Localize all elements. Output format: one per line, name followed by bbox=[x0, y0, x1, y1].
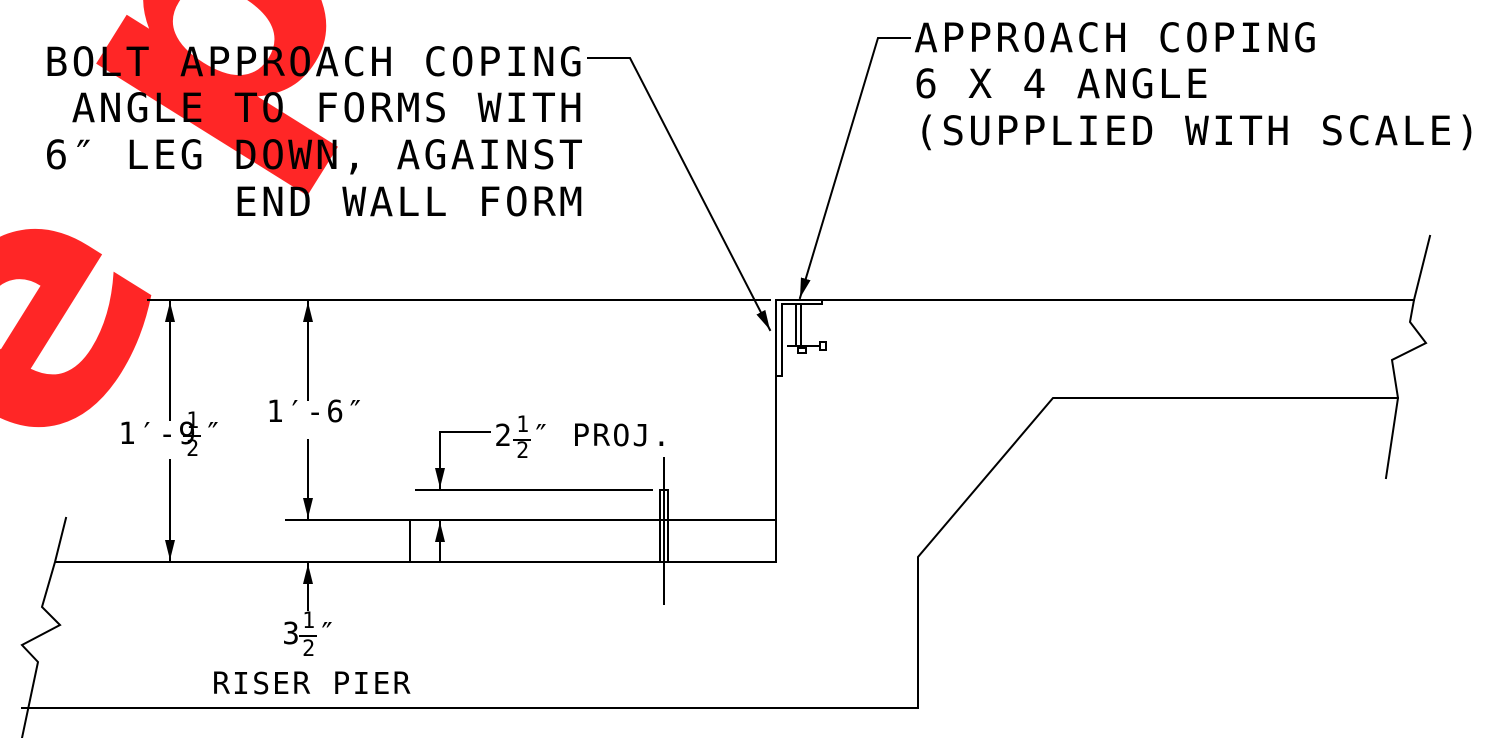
dim-depth-label: 1′-6″ bbox=[266, 395, 366, 430]
dim-proj-label: 2 1 2 ″ PROJ. bbox=[494, 413, 672, 464]
dim-proj-suffix: ″ PROJ. bbox=[532, 419, 672, 454]
coping-note-line-2: 6 X 4 ANGLE bbox=[914, 62, 1212, 108]
dim-overall-num: 1 bbox=[186, 409, 199, 434]
dim-pier-den: 2 bbox=[302, 637, 315, 662]
dim-pier-num: 1 bbox=[302, 609, 315, 634]
structure-lines bbox=[21, 299, 1415, 709]
dim-overall-whole: 1′-9 bbox=[118, 417, 198, 452]
coping-note-line-3: (SUPPLIED WITH SCALE) bbox=[914, 109, 1483, 155]
dim-proj-num: 1 bbox=[516, 413, 529, 438]
dim-overall-unit: ″ bbox=[204, 417, 224, 452]
break-lines bbox=[20, 234, 1432, 738]
bolt-note: BOLT APPROACH COPING ANGLE TO FORMS WITH… bbox=[44, 40, 586, 226]
dim-overall-label: 1′-9 1 2 ″ bbox=[118, 409, 224, 462]
coping-note-line-1: APPROACH COPING bbox=[914, 16, 1320, 62]
bolt-note-line-1: BOLT APPROACH COPING bbox=[44, 40, 586, 86]
coping-note: APPROACH COPING 6 X 4 ANGLE (SUPPLIED WI… bbox=[914, 16, 1483, 155]
dim-proj-whole: 2 bbox=[494, 419, 514, 454]
dimension-lines bbox=[165, 301, 669, 611]
dim-overall-den: 2 bbox=[186, 437, 199, 462]
leader-lines bbox=[587, 37, 911, 332]
bolt-note-line-4: END WALL FORM bbox=[234, 180, 586, 226]
bolt-note-line-3: 6″ LEG DOWN, AGAINST bbox=[44, 133, 586, 179]
riser-pier-label: RISER PIER bbox=[212, 667, 413, 702]
dim-pier-label: 3 1 2 ″ bbox=[282, 609, 338, 662]
bolt-note-line-2: ANGLE TO FORMS WITH bbox=[71, 86, 586, 132]
dim-pier-whole: 3 bbox=[282, 617, 302, 652]
dim-proj-den: 2 bbox=[516, 439, 529, 464]
coping-angle bbox=[775, 299, 827, 377]
dim-pier-unit: ″ bbox=[318, 617, 338, 652]
